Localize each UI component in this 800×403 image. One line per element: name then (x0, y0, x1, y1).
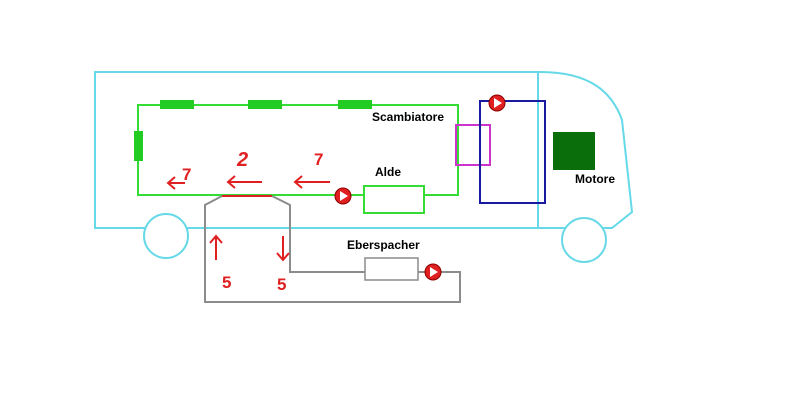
arrow-left-icon (293, 175, 330, 189)
arrow-left-icon (226, 175, 262, 189)
scambiatore-label: Scambiatore (372, 110, 444, 124)
radiator-top-2 (248, 100, 282, 109)
alde-label: Alde (375, 165, 401, 179)
eberspacher-heater-icon (364, 257, 419, 281)
arrow-down-icon (276, 236, 290, 262)
rear-wheel (561, 217, 607, 263)
flow-arrows (166, 175, 330, 262)
flow-number-left: 7 (182, 165, 191, 184)
alde-circuit (134, 100, 459, 214)
engine-icon (553, 132, 595, 170)
alde-heater-icon (363, 185, 425, 214)
pump-icon (424, 263, 442, 281)
eberspacher-circuit (204, 195, 461, 303)
engine-circuit (479, 100, 595, 204)
flow-number-up: 5 (222, 273, 231, 292)
motore-label: Motore (575, 172, 615, 186)
vehicle-outline (94, 71, 634, 263)
arrow-left-icon (166, 176, 185, 190)
radiator-top-1 (160, 100, 194, 109)
flow-number-right: 7 (314, 150, 323, 169)
flow-number-center: 2 (236, 149, 248, 171)
front-wheel (143, 213, 189, 259)
pump-icon (488, 94, 506, 112)
exchanger-icon (455, 124, 491, 166)
pump-icon (334, 187, 352, 205)
arrow-up-icon (209, 234, 223, 260)
flow-number-down: 5 (277, 275, 286, 294)
radiator-left (134, 131, 143, 161)
radiator-top-3 (338, 100, 372, 109)
vehicle-body (94, 71, 634, 229)
eberspacher-label: Eberspacher (347, 238, 420, 252)
